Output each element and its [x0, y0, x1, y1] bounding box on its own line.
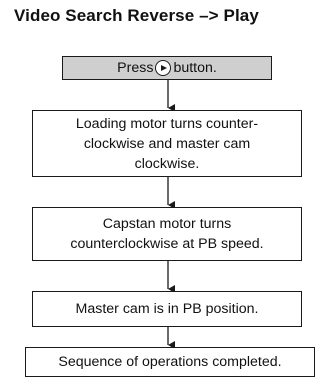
- step-4-line-1: Master cam is in PB position.: [75, 301, 259, 317]
- flow-step-4: Master cam is in PB position.: [32, 291, 302, 327]
- flow-step-end: Sequence of operations completed.: [25, 347, 315, 377]
- step-5-line-1: Sequence of operations completed.: [58, 354, 282, 370]
- step-2-line-1: Loading motor turns counter-: [75, 115, 259, 132]
- step-2-line-3: clockwise.: [134, 155, 200, 172]
- step-3-line-2: counterclockwise at PB speed.: [70, 236, 264, 252]
- diagram-title: Video Search Reverse –> Play: [14, 6, 259, 25]
- step-3-line-1: Capstan motor turns: [102, 216, 232, 232]
- flow-step-2: Loading motor turns counter- clockwise a…: [32, 110, 302, 177]
- flow-step-start: Press button.: [62, 56, 272, 80]
- step-2-line-2: clockwise and master cam: [83, 135, 251, 152]
- step-1-text-post: button.: [173, 60, 217, 76]
- flow-step-3: Capstan motor turns counterclockwise at …: [32, 207, 302, 261]
- play-button-icon: [155, 60, 172, 76]
- step-1-text-pre: Press: [117, 60, 154, 76]
